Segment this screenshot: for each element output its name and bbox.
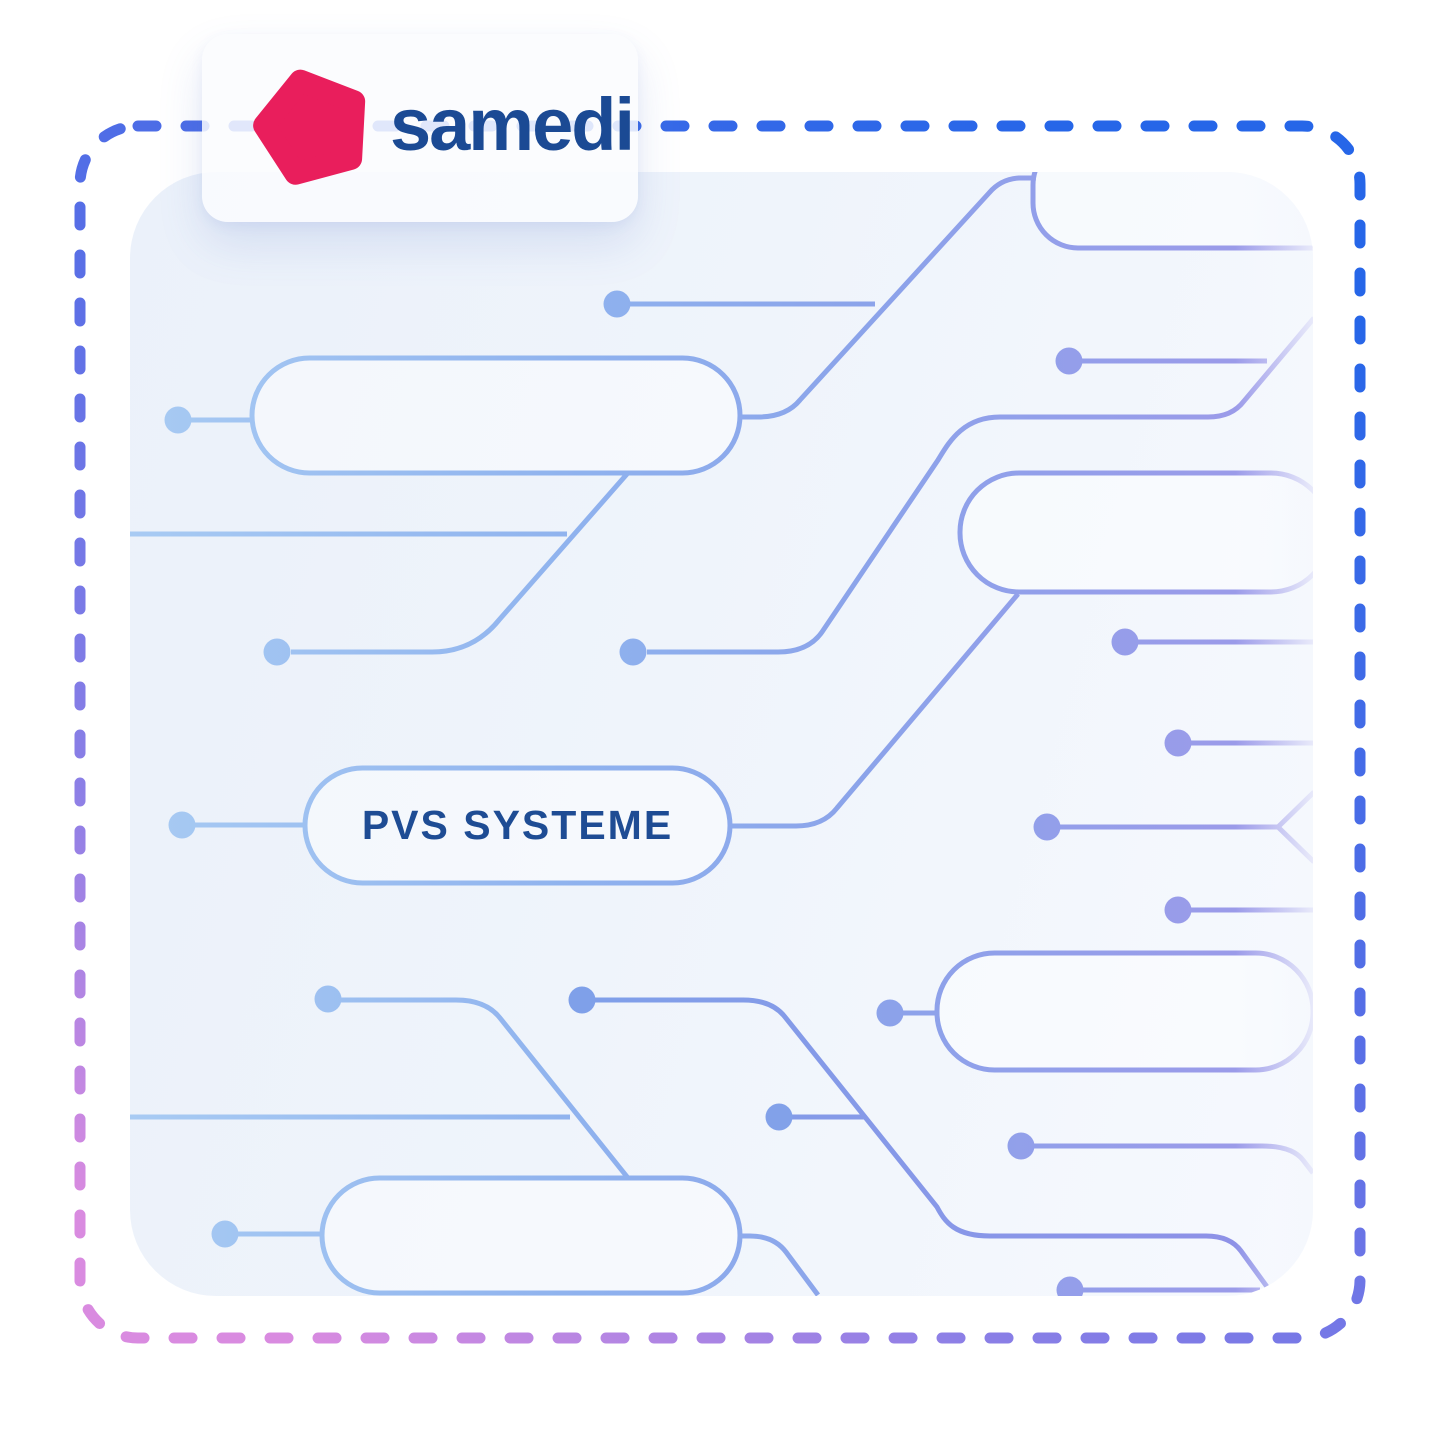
node-dot [619,638,647,666]
node-dot [1007,1132,1035,1160]
brand-name: samedi [390,82,635,166]
node-dot [1055,347,1083,375]
node-dot [1033,813,1061,841]
circuit-line [740,1233,821,1296]
node-dot [765,1103,793,1131]
samedi-logo-card: samedi [202,34,638,222]
node-dot [211,1220,239,1248]
node-dot [1164,729,1192,757]
node-dot [603,290,631,318]
circuit-lines [130,175,1313,1296]
integration-panel [130,172,1313,1296]
node-dot [1111,628,1139,656]
empty-pill [249,355,743,476]
node-dot [876,999,904,1027]
node-dot [1164,896,1192,924]
pvs-pill-label: PVS SYSTEME [361,802,674,848]
circuit-line [740,175,1036,420]
node-dot [164,406,192,434]
node-dot [568,986,596,1014]
circuit-line [341,997,630,1180]
circuit-line [730,592,1020,829]
node-dot [1056,1276,1084,1296]
pentagon-icon [253,69,366,185]
empty-pill [319,1175,743,1296]
circuit-illustration [130,172,1313,1296]
edge-fade [1235,172,1313,1296]
circuit-line [291,472,629,655]
node-dot [263,638,291,666]
node-dot [314,985,342,1013]
node-dot [168,811,196,839]
